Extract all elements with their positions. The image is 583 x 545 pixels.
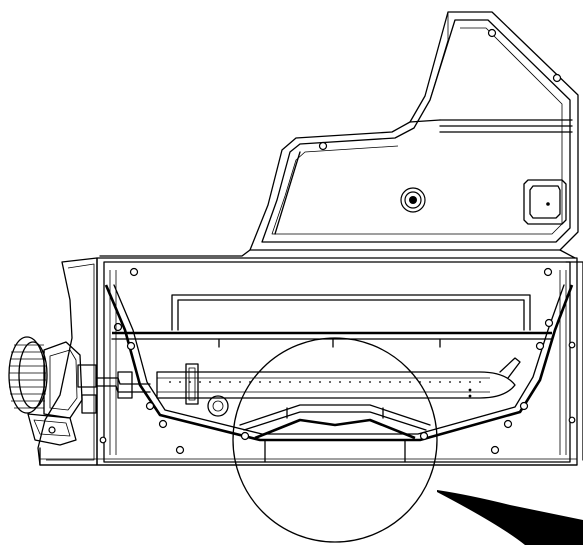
leader-arrow (437, 490, 583, 545)
upper-hood (99, 11, 579, 259)
detail-circle (232, 337, 438, 543)
inner-tray (104, 267, 574, 455)
knob-ridges (9, 344, 46, 409)
detail-callout (232, 337, 583, 545)
burner-tube (156, 357, 521, 417)
main-chassis (37, 257, 583, 466)
burner-ports (169, 381, 481, 383)
side-panels (99, 270, 576, 455)
gas-regulator (8, 336, 151, 466)
flame-deflector (239, 404, 431, 463)
